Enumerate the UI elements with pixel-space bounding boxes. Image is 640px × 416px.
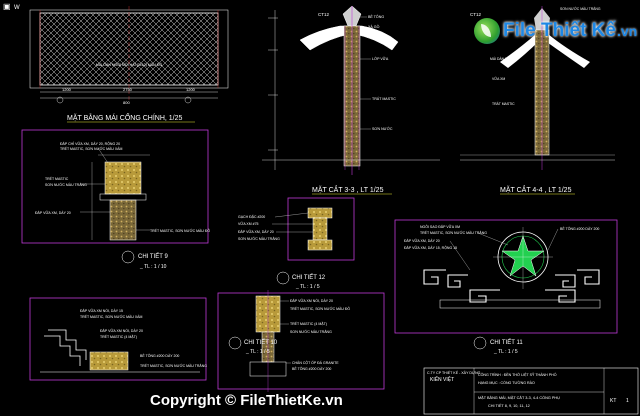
- left-detail-note-3: ĐẮP VỮA XM NỔI, DÀY 20: [100, 328, 143, 333]
- detail-11-note-5: BÊ TÔNG #200 DÀY 200: [560, 226, 599, 231]
- roof-plan-note: MÁI DÁN NGÓI MŨI HÀI (3x10) MÀU ĐỎ: [96, 62, 162, 67]
- section-4-4-view[interactable]: CT12 SƠN NƯỚC MÀU TRẮNG MÁI DÁN NGÓI VỮA…: [460, 6, 615, 195]
- detail-9-note-1: ĐẮP CHỈ VỮA XM, DÀY 20, RỘNG 20: [60, 141, 120, 146]
- detail-12-note-4: SƠN NƯỚC MÀU TRẮNG: [238, 236, 280, 241]
- watermark-logo: File Thiết Kế .vn: [474, 18, 637, 44]
- detail-12-view[interactable]: GẠCH ĐẶC #200 VỮA XM #75 ĐẮP VỮA XM, DÀY…: [238, 197, 355, 290]
- section-33-note-5: SƠN NƯỚC: [372, 126, 393, 131]
- roof-dim-1: 1200: [62, 87, 72, 92]
- title-drawing: MẶT BẰNG MÁI, MẶT CẮT 3-3, 4-4 CỔNG PHỤ: [478, 395, 560, 400]
- brand-domain: .vn: [616, 23, 638, 39]
- roof-plan-view[interactable]: MÁI DÁN NGÓI MŨI HÀI (3x10) MÀU ĐỎ 1200 …: [29, 6, 229, 123]
- section-33-note-2: XÀ GỒ: [368, 24, 380, 29]
- left-detail-note-1: ĐẮP VỮA XM NỔI, DÀY 15: [80, 308, 123, 313]
- left-detail-note-2: TRÉT MASTIC, SƠN NƯỚC MÀU XÁM: [80, 314, 142, 319]
- section-33-title: MẶT CẮT 3-3 , LT 1/25: [312, 185, 384, 194]
- app-menu-icon[interactable]: ▣: [3, 2, 11, 11]
- detail-11-note-4: ĐẮP VỮA XM, DÀY 15, RỘNG 15: [404, 245, 457, 250]
- brand-leaf-icon: [474, 18, 500, 44]
- roof-dim-2: 2750: [123, 87, 133, 92]
- section-44-level: CT12: [470, 12, 482, 17]
- section-3-3-view[interactable]: CT12 BÊ TÔNG XÀ GỒ LỚP VỮA TRÁT MASTIC S…: [262, 5, 440, 195]
- title-details: CHI TIẾT 8, 9, 10, 11, 12: [488, 403, 530, 408]
- detail-11-note-3: ĐẮP VỮA XM, DÀY 20: [404, 238, 440, 243]
- section-33-level: CT12: [318, 12, 330, 17]
- left-detail-note-4: TRÉT MASTIC (4 MẶT): [100, 334, 137, 339]
- title-item: HẠNG MỤC : CỔNG TƯỜNG RÀO: [478, 380, 535, 385]
- detail-12-note-1: GẠCH ĐẶC #200: [238, 215, 265, 219]
- section-44-note-1: SƠN NƯỚC MÀU TRẮNG: [560, 6, 601, 11]
- title-sheet-no: 1: [626, 398, 629, 404]
- detail-12-scale: _ TL : 1 / 5: [295, 284, 320, 290]
- detail-9-view[interactable]: ĐẮP CHỈ VỮA XM, DÀY 20, RỘNG 20 TRÉT MAS…: [21, 129, 210, 270]
- title-company: C.TY CP THIẾT KẾ - XÂY DỰNG: [427, 370, 481, 375]
- section-33-note-3: LỚP VỮA: [372, 56, 389, 61]
- detail-9-note-3: TRÉT MASTIC: [45, 176, 69, 181]
- detail-9-note-5: ĐẮP VỮA XM, DÀY 20: [35, 210, 71, 215]
- detail-10-note-2: TRÉT MASTIC, SƠN NƯỚC MÀU ĐỎ: [290, 306, 350, 311]
- detail-12-note-3: ĐẮP VỮA XM, DÀY 20: [238, 229, 274, 234]
- brand-name: File Thiết Kế: [503, 20, 616, 41]
- detail-10-note-5: CHÂN CỘT ỐP ĐÁ GRANITE: [292, 360, 339, 365]
- roof-dim-4: 800: [123, 100, 130, 105]
- detail-12-title: CHI TIẾT 12: [292, 274, 326, 281]
- detail-12-note-2: VỮA XM #75: [238, 221, 259, 226]
- title-project: CÔNG TRÌNH : ĐỀN THỜ LIỆT SỸ THÀNH PHỐ: [478, 372, 557, 377]
- detail-10-note-4: SƠN NƯỚC MÀU TRẮNG: [290, 329, 332, 334]
- copyright-watermark: Copyright © FileThietKe.vn: [150, 392, 343, 409]
- section-44-note-3: VỮA XM: [492, 76, 505, 81]
- detail-9-note-4: SƠN NƯỚC MÀU TRẮNG: [45, 182, 87, 187]
- title-company-name: KIẾN VIỆT: [430, 375, 454, 383]
- detail-11-title: CHI TIẾT 11: [490, 339, 523, 346]
- detail-10-note-3: TRÉT MASTIC (4 MẶT): [290, 321, 327, 326]
- detail-9-note-6: TRÉT MASTIC, SƠN NƯỚC MÀU ĐỎ: [150, 228, 210, 233]
- section-44-note-2: MÁI DÁN NGÓI: [490, 56, 514, 61]
- left-detail-note-5: BÊ TÔNG #200 DÀY 200: [140, 353, 179, 358]
- section-33-note-1: BÊ TÔNG: [368, 14, 384, 19]
- section-33-note-4: TRÁT MASTIC: [372, 97, 396, 101]
- detail-11-note-1: NGÔI SAO ĐẮP VỮA XM: [420, 224, 460, 229]
- title-block[interactable]: C.TY CP THIẾT KẾ - XÂY DỰNG KIẾN VIỆT CÔ…: [423, 367, 639, 415]
- section-44-title: MẶT CẮT 4-4 , LT 1/25: [500, 185, 572, 194]
- detail-10-note-6: BÊ TÔNG #200 DÀY 200: [292, 366, 331, 371]
- detail-9-scale: _ TL : 1 / 10: [139, 264, 167, 270]
- left-bottom-detail-view[interactable]: ĐẮP VỮA XM NỔI, DÀY 15 TRÉT MASTIC, SƠN …: [29, 297, 207, 381]
- detail-9-note-2: TRÉT MASTIC, SƠN NƯỚC MÀU XÁM: [60, 146, 122, 151]
- title-sheet: KT: [610, 398, 616, 404]
- window-title: W: [14, 5, 20, 11]
- detail-10-note-1: ĐẮP VỮA XM NỔI, DÀY 20: [290, 298, 333, 303]
- roof-dim-3: 1200: [186, 87, 196, 92]
- detail-11-scale: _ TL : 1 / 5: [493, 349, 518, 355]
- detail-11-note-2: TRÉT MASTIC, SƠN NƯỚC MÀU TRẮNG: [420, 230, 487, 235]
- section-44-note-4: TRÁT MASTIC: [492, 102, 515, 106]
- detail-9-title: CHI TIẾT 9: [138, 253, 168, 260]
- detail-10-view[interactable]: ĐẮP VỮA XM NỔI, DÀY 20 TRÉT MASTIC, SƠN …: [217, 290, 385, 392]
- detail-10-scale: _ TL : 1 / 5: [245, 349, 270, 355]
- detail-11-view[interactable]: NGÔI SAO ĐẮP VỮA XM TRÉT MASTIC, SƠN NƯỚ…: [394, 219, 618, 355]
- left-detail-note-6: TRÉT MASTIC, SƠN NƯỚC MÀU TRẮNG: [140, 363, 207, 368]
- detail-10-title: CHI TIẾT 10: [244, 339, 278, 346]
- roof-plan-title: MẶT BẰNG MÁI CỔNG CHÍNH, 1/25: [67, 113, 182, 122]
